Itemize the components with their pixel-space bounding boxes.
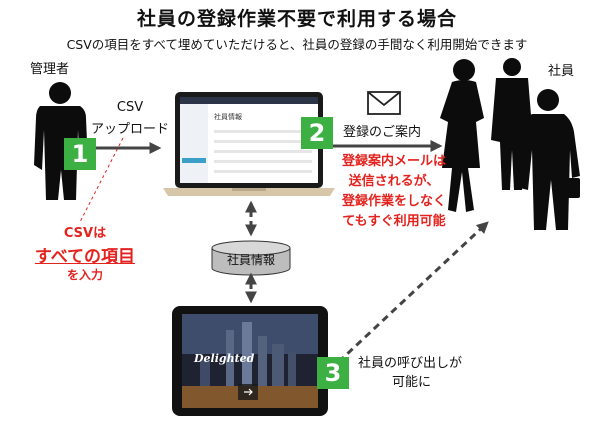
mail-note-line3: 登録作業をしなく (341, 194, 446, 209)
tablet-app-logo: Delighted (194, 352, 255, 365)
csv-note-pointer (79, 137, 124, 223)
diagram-title: 社員の登録作業不要で利用する場合 (136, 8, 457, 30)
step-3-label-line1: 社員の呼び出しが (358, 356, 463, 371)
database-label: 社員情報 (226, 253, 275, 267)
csv-note-emphasis: すべての項目 (34, 247, 136, 267)
step-1-badge: 1 (64, 138, 96, 170)
admin-label: 管理者 (30, 62, 70, 77)
step-3-badge: 3 (317, 357, 349, 389)
admin-silhouette-icon (34, 82, 88, 200)
employees-label: 社員 (548, 64, 575, 79)
mail-envelope-icon (367, 91, 401, 115)
laptop-icon (163, 92, 335, 196)
csv-note-line3: を入力 (66, 268, 103, 282)
laptop-screen-title: 社員情報 (214, 113, 242, 121)
step-2-label: 登録のご案内 (343, 125, 422, 140)
mail-note-line4: てもすぐ利用可能 (342, 214, 446, 229)
step-3-label-line2: 可能に (392, 375, 432, 390)
diagram-subtitle: CSVの項目をすべて埋めていただけると、社員の登録の手間なく利用開始できます (66, 37, 528, 52)
tablet-icon (172, 306, 328, 416)
mail-note-line2: 送信されるが、 (348, 174, 440, 189)
step-2-badge: 2 (301, 117, 333, 149)
mail-note-line1: 登録案内メールは (341, 154, 446, 169)
database-icon (211, 240, 291, 276)
call-arrow (328, 221, 489, 372)
csv-note-line1: CSVは (63, 226, 107, 241)
step-1-label-line2: アップロード (90, 122, 169, 137)
employees-silhouette-icon (440, 58, 580, 230)
step-1-label-line1: CSV (116, 100, 144, 115)
